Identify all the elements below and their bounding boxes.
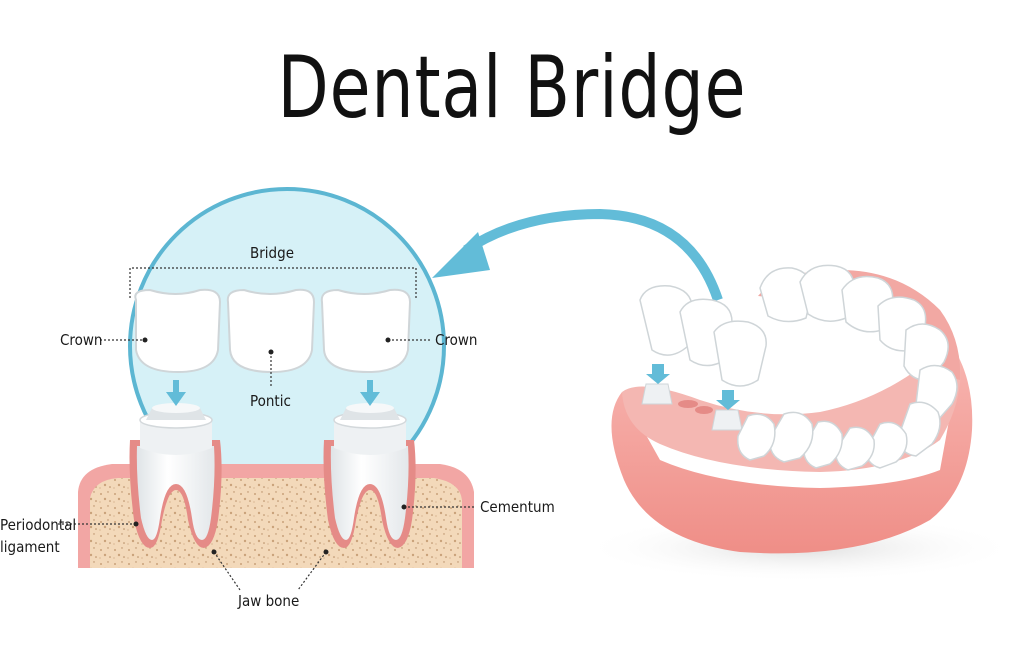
page-title: Dental Bridge xyxy=(277,38,747,138)
abutment-tooth-left xyxy=(129,403,222,548)
leader-lines xyxy=(58,339,476,591)
abutment-tooth-right xyxy=(323,403,416,548)
label-periodontal-ligament: Periodontal ligament xyxy=(0,514,76,558)
placement-arrows xyxy=(166,380,380,406)
label-periodontal-line1: Periodontal xyxy=(0,516,77,534)
bridge-bracket xyxy=(129,267,417,298)
jaw-model xyxy=(580,264,1020,582)
label-cementum: Cementum xyxy=(480,498,555,516)
label-jaw-bone: Jaw bone xyxy=(238,592,300,610)
label-bridge: Bridge xyxy=(250,244,294,262)
leader-dots xyxy=(133,337,407,555)
label-periodontal-line2: ligament xyxy=(0,538,60,556)
label-crown-left: Crown xyxy=(60,331,103,349)
label-pontic: Pontic xyxy=(250,392,291,410)
bridge-crowns xyxy=(134,288,412,374)
label-crown-right: Crown xyxy=(435,331,478,349)
curved-pointer-arrow xyxy=(432,208,723,302)
